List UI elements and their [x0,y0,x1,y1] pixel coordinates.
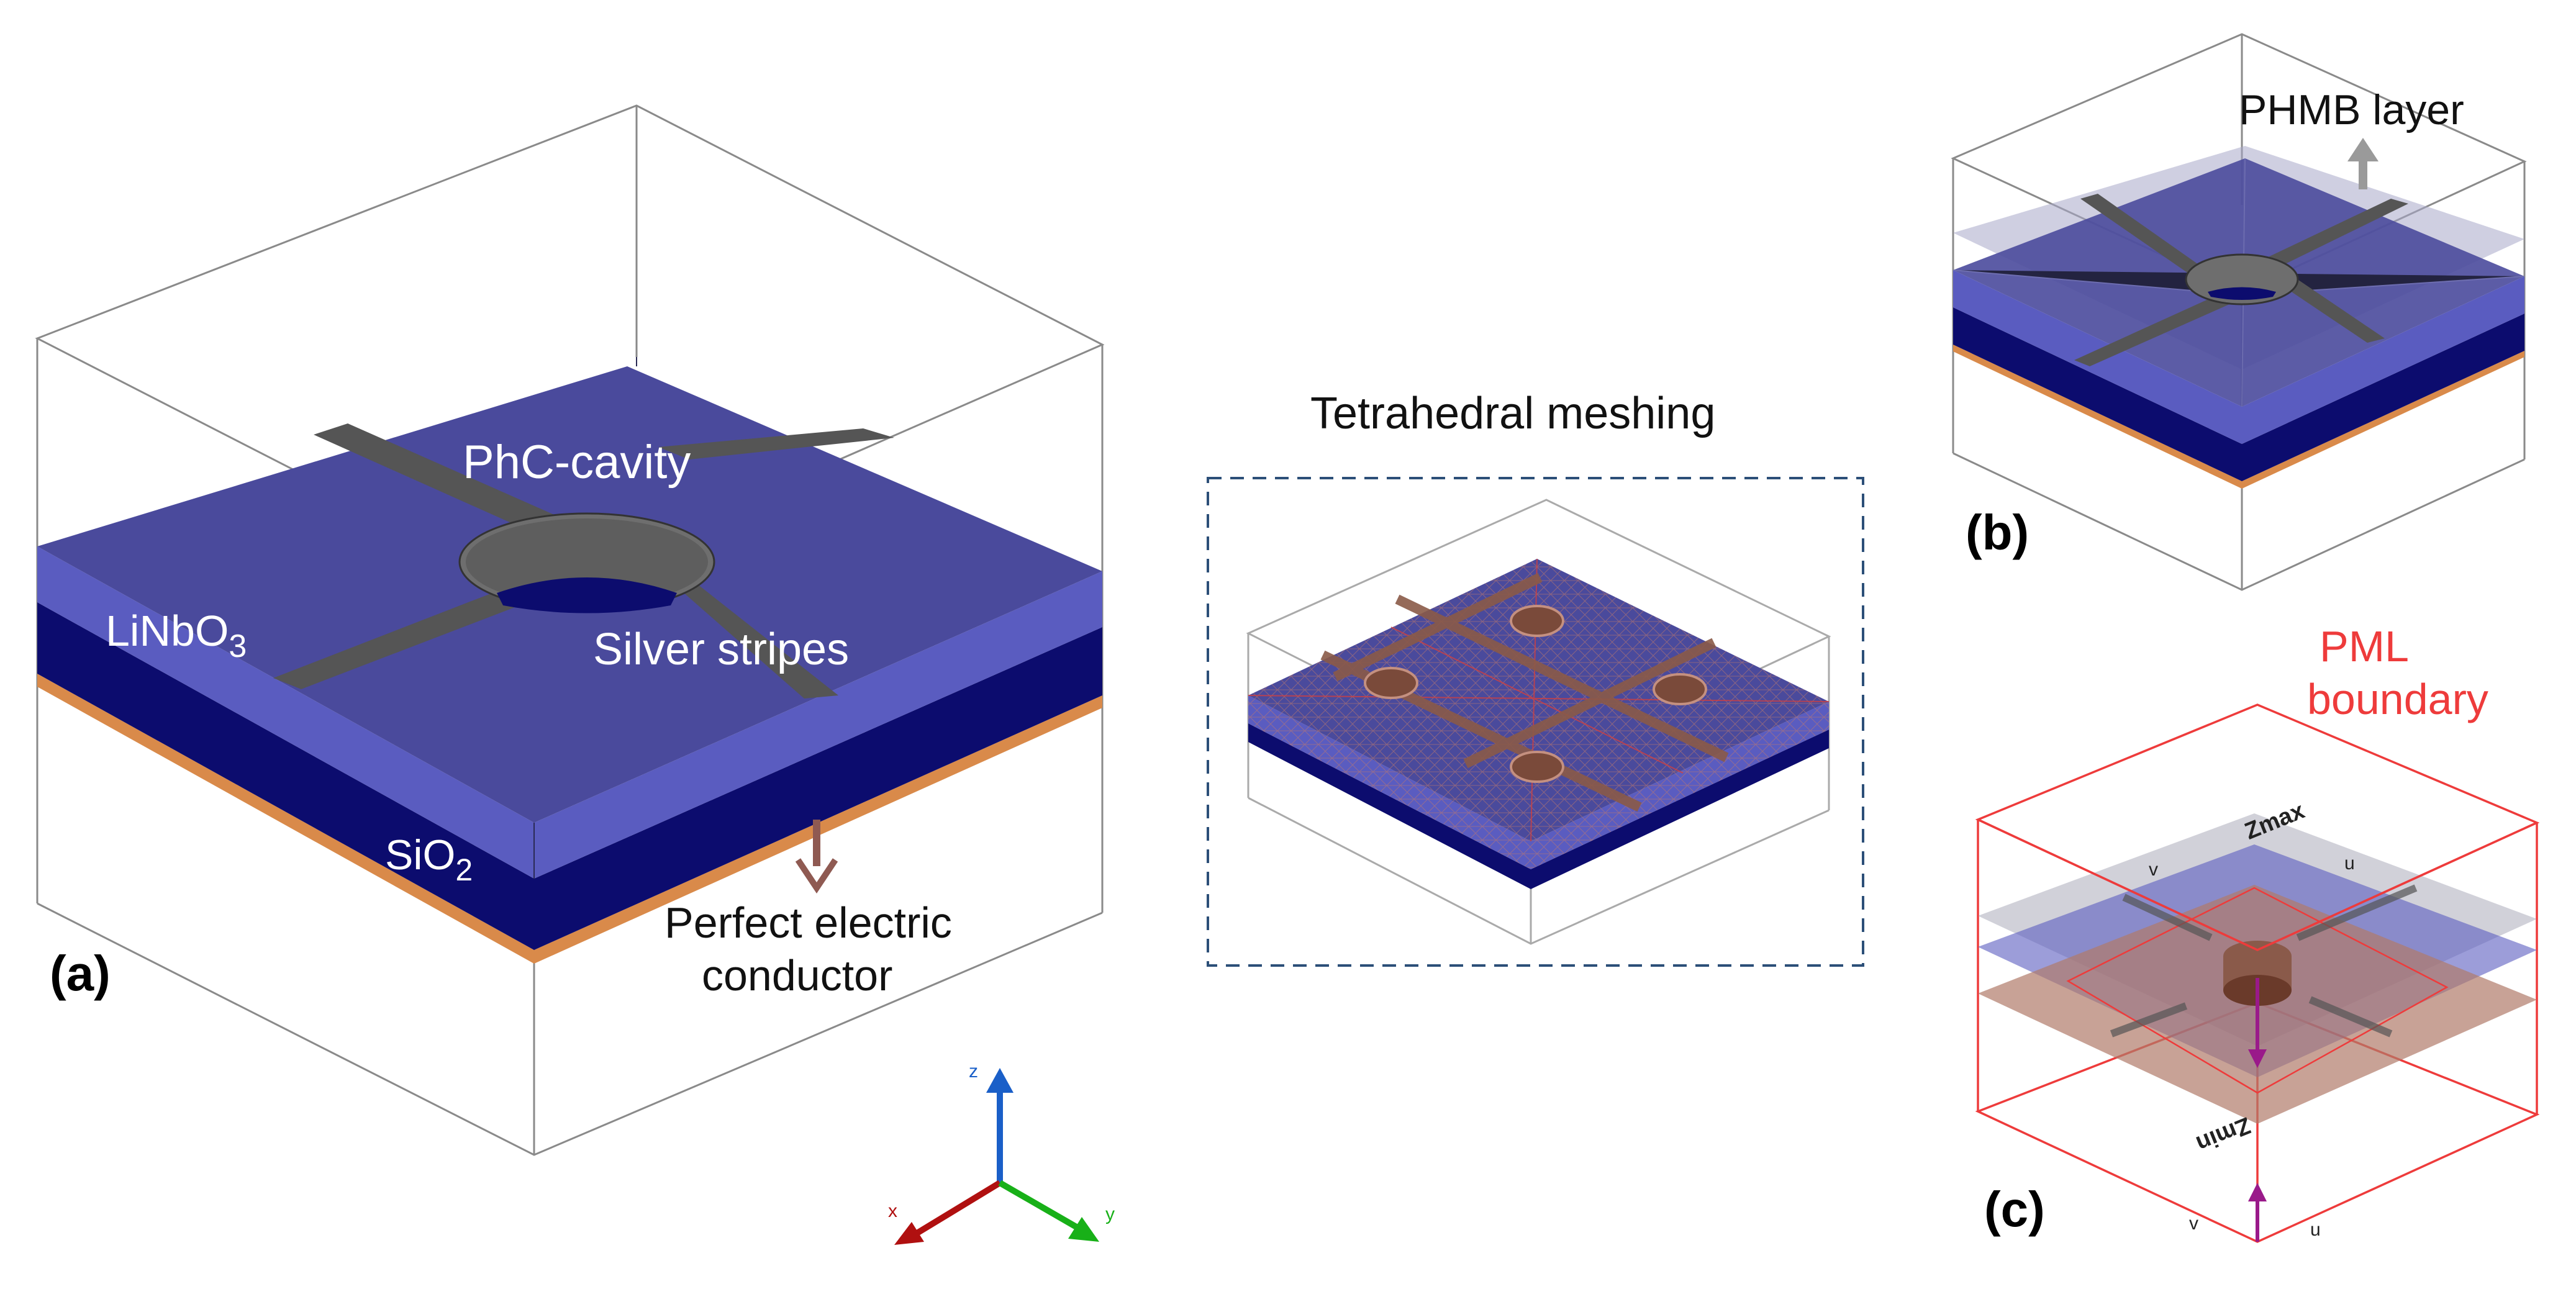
panel-a: PhC-cavity LiNbO3 Silver stripes SiO2 Pe… [35,104,1105,1156]
panel-c: PML boundary [1975,622,2540,1243]
sio2-layer [37,602,1102,950]
pec-label-line1: Perfect electric [664,898,952,947]
sio2-label: SiO2 [385,831,473,887]
panel-c-label: (c) [1984,1182,2045,1237]
linbo3-side [37,546,1102,879]
v-label-bottom: v [2189,1213,2198,1234]
panel-b-label: (b) [1966,505,2029,560]
coordinate-axes: z x y [888,1061,1115,1245]
mesh-title: Tetrahedral meshing [1310,389,1715,438]
panel-a-label: (a) [50,946,111,1001]
mesh-dashed-frame [1207,477,1864,967]
zmin-label: Zmin [2192,1112,2254,1157]
pml-label-line2: boundary [2307,675,2488,723]
mesh-cavity-holes [1364,605,1707,783]
u-label-top: u [2344,853,2355,874]
v-label-top: v [2149,859,2158,880]
silver-stripes-label: Silver stripes [593,625,849,674]
x-axis-label: x [888,1201,897,1221]
phc-cavity-hole [458,512,715,613]
mesh-panel: Tetrahedral meshing [1207,389,1864,967]
phmb-label: PHMB layer [2239,86,2464,133]
u-label-bottom: u [2310,1219,2321,1240]
y-axis-label: y [1105,1204,1115,1224]
pml-boundary-top [1977,818,2537,951]
phc-cavity-label: PhC-cavity [463,436,691,489]
x-axis [911,1180,1002,1239]
pec-label-line2: conductor [702,951,892,1000]
pml-label-line1: PML [2320,622,2409,671]
z-axis-label: z [969,1061,978,1082]
panel-b: PHMB layer (b) [1951,33,2527,591]
linbo3-label: LiNbO3 [106,607,247,664]
y-axis [998,1180,1082,1232]
